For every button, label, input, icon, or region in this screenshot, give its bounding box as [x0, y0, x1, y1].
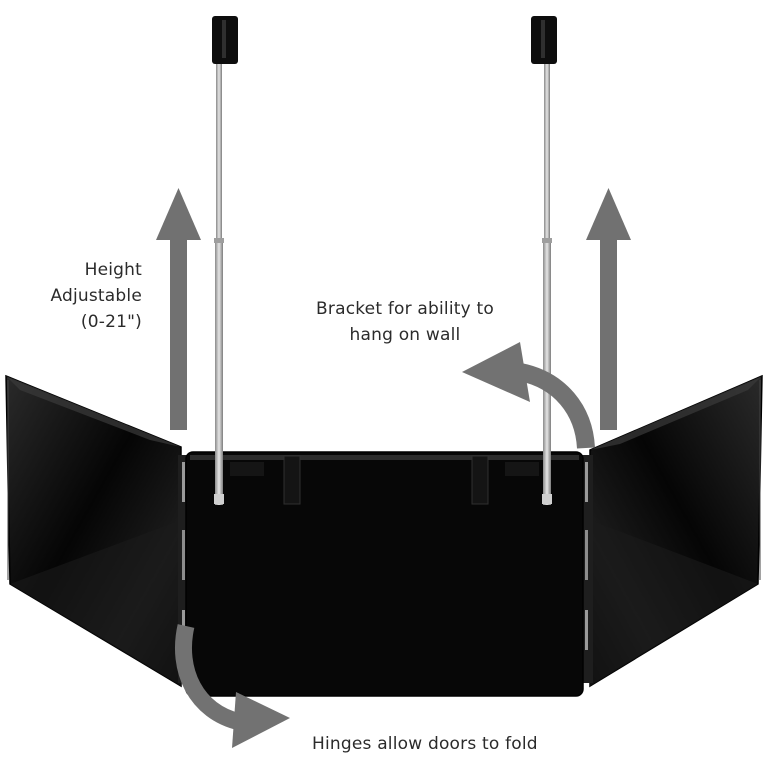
center-mirror-panel — [185, 451, 584, 697]
height-adjustable-callout: Height Adjustable (0-21") — [36, 257, 142, 335]
up-arrow-right-icon — [586, 188, 631, 430]
up-arrow-left-icon — [156, 188, 201, 430]
height-callout-line-1: Height — [84, 260, 142, 280]
right-hinge — [581, 455, 593, 683]
bracket-callout: Bracket for ability to hang on wall — [312, 296, 498, 348]
right-telescoping-rod — [542, 60, 552, 505]
right-mirror-panel — [589, 374, 763, 688]
hinges-callout-text: Hinges allow doors to fold — [312, 734, 538, 754]
height-callout-line-2: Adjustable — [50, 286, 142, 306]
right-hanging-bracket — [531, 16, 557, 64]
left-telescoping-rod — [214, 60, 224, 505]
curved-arrow-bracket-icon — [462, 342, 595, 449]
left-mirror-panel — [5, 374, 182, 688]
height-callout-line-3: (0-21") — [80, 312, 142, 332]
bracket-callout-line-1: Bracket for ability to — [316, 299, 494, 319]
curved-arrow-hinge-icon — [174, 624, 290, 748]
hinges-callout: Hinges allow doors to fold — [312, 731, 538, 757]
bracket-callout-line-2: hang on wall — [349, 325, 461, 345]
left-hanging-bracket — [212, 16, 238, 64]
